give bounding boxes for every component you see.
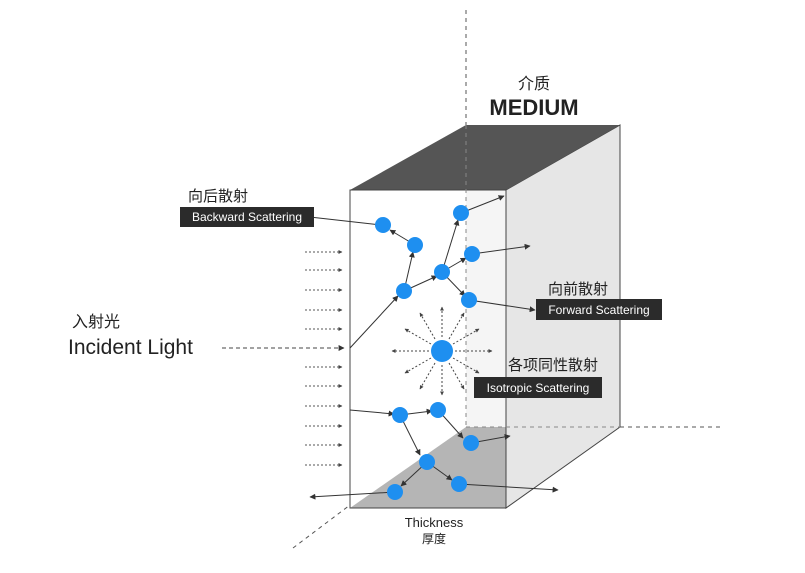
backward-tag-bg bbox=[180, 207, 314, 227]
incident-label-zh: 入射光 bbox=[72, 312, 120, 331]
particle bbox=[387, 484, 403, 500]
isotropic-tag-bg bbox=[474, 377, 602, 398]
particle bbox=[461, 292, 477, 308]
forward-label-en: Forward Scattering bbox=[548, 303, 649, 317]
isotropic-rays bbox=[391, 306, 493, 396]
medium-label-zh: 介质 bbox=[518, 74, 550, 93]
particle bbox=[434, 264, 450, 280]
backward-label-zh: 向后散射 bbox=[188, 187, 248, 205]
particle bbox=[396, 283, 412, 299]
isotropic-label-zh: 各项同性散射 bbox=[508, 356, 598, 374]
particle bbox=[375, 217, 391, 233]
incident-light-arrows bbox=[305, 250, 343, 467]
scattering-particles bbox=[375, 205, 480, 500]
diagonal-guide-line bbox=[292, 504, 351, 549]
thickness-label-zh: 厚度 bbox=[422, 531, 446, 546]
particle-isotropic bbox=[431, 340, 453, 362]
medium-label-en: MEDIUM bbox=[489, 95, 578, 120]
particle bbox=[463, 435, 479, 451]
particle bbox=[430, 402, 446, 418]
forward-label-zh: 向前散射 bbox=[548, 280, 608, 298]
particle bbox=[464, 246, 480, 262]
backward-label-en: Backward Scattering bbox=[192, 210, 302, 224]
box-front-face bbox=[349, 189, 507, 509]
particle bbox=[407, 237, 423, 253]
forward-tag-bg bbox=[536, 299, 662, 320]
particle bbox=[392, 407, 408, 423]
box-top-face bbox=[350, 125, 620, 190]
thickness-label-en: Thickness bbox=[405, 515, 464, 530]
particle bbox=[453, 205, 469, 221]
particle bbox=[419, 454, 435, 470]
particle bbox=[451, 476, 467, 492]
incident-label-en: Incident Light bbox=[68, 336, 193, 359]
isotropic-label-en: Isotropic Scattering bbox=[487, 381, 590, 395]
